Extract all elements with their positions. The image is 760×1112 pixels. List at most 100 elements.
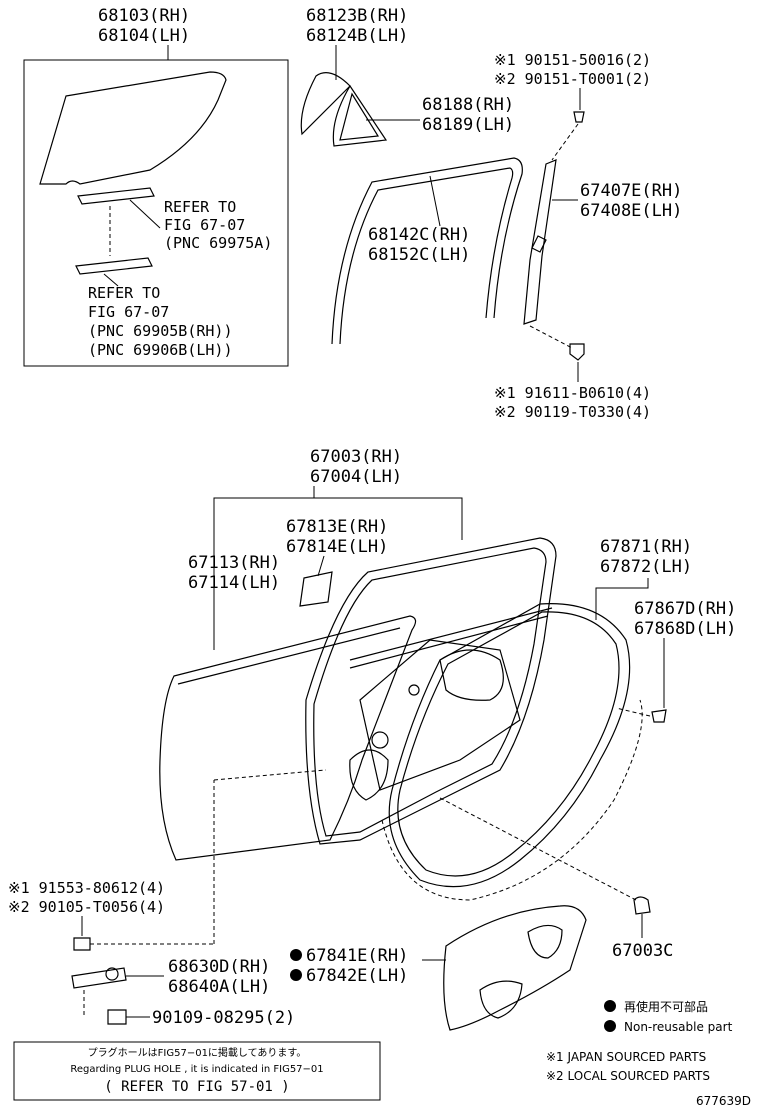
label-glass-lh: 68104(LH)	[98, 26, 190, 46]
service-hole-cover-opening-2	[479, 980, 523, 1019]
quarter-glass	[300, 72, 351, 136]
leader-wstrip	[595, 578, 649, 620]
label-door-lh: 67004(LH)	[310, 467, 402, 487]
door-inner-frame-edge	[313, 547, 547, 837]
bolt-icon	[569, 343, 585, 361]
plug-icon	[633, 896, 651, 915]
label-clip-lh: 67868D(LH)	[634, 619, 736, 639]
label-plug: 67003C	[612, 941, 673, 961]
door-glass	[39, 71, 227, 185]
refer1-line-a: REFER TO	[164, 198, 236, 216]
leader-run	[429, 175, 441, 227]
label-hinge-bolt1: ※1 91553-80612(4)	[8, 879, 165, 897]
nonreusable-marker-2	[290, 969, 302, 981]
note-ref: ( REFER TO FIG 57-01 )	[104, 1079, 289, 1095]
service-hole-film	[299, 571, 333, 607]
label-frame-lh: 67408E(LH)	[580, 201, 682, 221]
label-qweather-rh: 68188(RH)	[422, 95, 514, 115]
leader-refer2	[103, 273, 119, 287]
label-check-lh: 68640A(LH)	[168, 977, 270, 997]
screw-icon	[573, 111, 585, 123]
door-inner-frame	[305, 537, 557, 845]
service-hole-cover	[443, 905, 587, 1031]
legend-jp: 再使用不可部品	[624, 999, 708, 1014]
label-run-rh: 68142C(RH)	[368, 225, 470, 245]
legend-dot-jp	[604, 1000, 616, 1012]
panel-beltline	[177, 627, 401, 685]
label-clip-rh: 67867D(RH)	[634, 599, 736, 619]
door-inner-hole-2	[349, 749, 389, 801]
refer1-line-b: FIG 67-07	[164, 216, 245, 234]
dash-hinge-door	[213, 769, 327, 781]
refer2-line-a: REFER TO	[88, 284, 160, 302]
legend-dot-en	[604, 1020, 616, 1032]
pillar-bracket	[531, 235, 547, 253]
leader-refer1	[129, 199, 161, 229]
refer2-line-c: (PNC 69905B(RH))	[88, 322, 233, 340]
door-outer-panel	[159, 615, 417, 861]
nonreusable-marker-1	[290, 949, 302, 961]
legend-en: Non-reusable part	[624, 1020, 733, 1034]
label-film-rh: 67813E(RH)	[286, 517, 388, 537]
door-belt-reinforcement-2	[349, 615, 549, 669]
glass-channel-upper	[77, 187, 155, 205]
note-en: Regarding PLUG HOLE , it is indicated in…	[70, 1064, 323, 1075]
label-wstrip-lh: 67872(LH)	[600, 557, 692, 577]
figure-id: 677639D	[696, 1094, 751, 1108]
label-screw2: ※2 90151-T0001(2)	[494, 70, 651, 88]
quarter-weatherstrip-inner	[339, 92, 380, 141]
dash-screw	[551, 123, 579, 161]
legend-japan: ※1 JAPAN SOURCED PARTS	[546, 1050, 706, 1064]
door-weatherstrip-inner	[397, 611, 620, 877]
label-quarter-rh: 68123B(RH)	[306, 6, 408, 26]
label-door-rh: 67003(RH)	[310, 447, 402, 467]
door-inner-hole-4	[408, 684, 420, 696]
clip-icon	[651, 709, 667, 723]
dash-clip	[615, 707, 651, 717]
label-frame-rh: 67407E(RH)	[580, 181, 682, 201]
label-bolt1: ※1 91611-B0610(4)	[494, 384, 651, 402]
glass-run-inner	[339, 167, 514, 345]
door-inner-cavity	[359, 639, 521, 791]
leader-film	[317, 555, 325, 577]
label-hinge-bolt2: ※2 90105-T0056(4)	[8, 898, 165, 916]
label-film-lh: 67814E(LH)	[286, 537, 388, 557]
dash-bolt	[529, 325, 573, 349]
refer2-line-d: (PNC 69906B(LH))	[88, 341, 233, 359]
label-run-lh: 68152C(LH)	[368, 245, 470, 265]
service-hole-cover-opening	[527, 924, 563, 959]
label-outer-lh: 67114(LH)	[188, 573, 280, 593]
note-box	[13, 1041, 381, 1101]
door-belt-reinforcement	[349, 607, 553, 661]
quarter-weatherstrip	[332, 84, 388, 147]
door-inner-hole-3	[371, 731, 389, 749]
label-bolt2: ※2 90119-T0330(4)	[494, 403, 651, 421]
label-small-bolt: 90109-08295(2)	[152, 1008, 295, 1028]
glass-run-outer	[331, 157, 523, 345]
label-screw1: ※1 90151-50016(2)	[494, 51, 651, 69]
door-check-pin	[105, 967, 119, 981]
door-frame-pillar	[523, 159, 557, 325]
label-glass-rh: 68103(RH)	[98, 6, 190, 26]
label-qweather-lh: 68189(LH)	[422, 115, 514, 135]
small-bolt-icon	[107, 1009, 127, 1025]
door-weatherstrip	[388, 603, 631, 888]
door-inner-hole-1	[439, 649, 504, 701]
leader-door-bracket	[213, 497, 463, 650]
label-outer-rh: 67113(RH)	[188, 553, 280, 573]
glass-channel-lower	[75, 257, 153, 275]
label-seal-lh: 67842E(LH)	[306, 966, 408, 986]
refer1-line-c: (PNC 69975A)	[164, 234, 272, 252]
label-check-rh: 68630D(RH)	[168, 957, 270, 977]
glass-group-box	[23, 59, 289, 367]
hinge-bolt-icon	[73, 937, 91, 951]
label-seal-rh: 67841E(RH)	[306, 946, 408, 966]
dash-plug	[439, 797, 637, 901]
door-check	[71, 967, 127, 989]
refer2-line-b: FIG 67-07	[88, 303, 169, 321]
note-jp: プラグホールはFIG57−01に掲載してあります。	[88, 1046, 307, 1059]
label-quarter-lh: 68124B(LH)	[306, 26, 408, 46]
weatherstrip-dash-outline	[381, 699, 643, 901]
label-wstrip-rh: 67871(RH)	[600, 537, 692, 557]
